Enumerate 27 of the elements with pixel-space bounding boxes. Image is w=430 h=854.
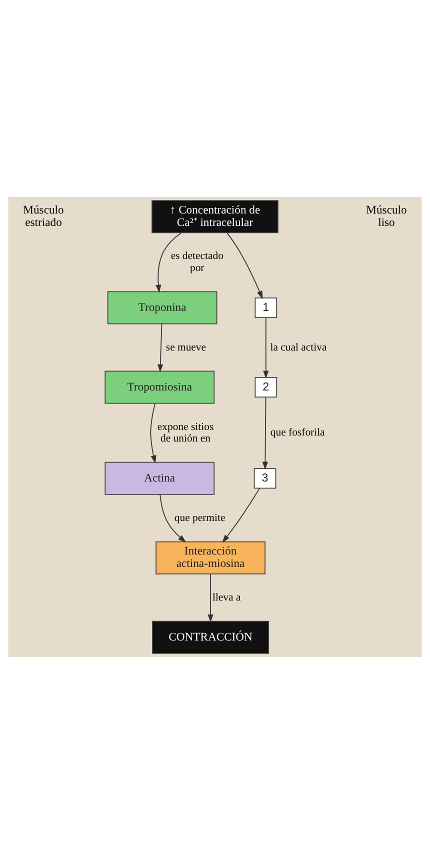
node-box: 2 <box>254 376 278 398</box>
node-box: Interacción actina-miosina <box>156 541 266 574</box>
arrow <box>208 574 214 622</box>
label: Músculo liso <box>366 203 407 229</box>
edge-label: lleva a <box>212 591 241 604</box>
arrow <box>156 232 182 293</box>
arrow <box>222 488 260 543</box>
node-box: 1 <box>254 297 278 318</box>
edge-label: expone sitios de unión en <box>157 420 214 444</box>
arrow <box>160 494 186 542</box>
arrow <box>158 324 164 372</box>
edge-label: la cual activa <box>270 341 327 354</box>
node-box: ↑ Concentración de Ca²⁺ intracelular <box>152 200 278 234</box>
node-box: Troponina <box>107 291 218 324</box>
arrow <box>262 396 268 470</box>
node-box: 3 <box>254 468 276 489</box>
arrow <box>263 317 269 379</box>
edge-label: que fosforila <box>270 426 325 439</box>
edge-label: se mueve <box>166 341 206 354</box>
node-box: Tropomiosina <box>104 370 215 404</box>
edge-label: es detectado por <box>170 250 224 274</box>
node-box: Actina <box>104 462 215 495</box>
arrow <box>226 232 263 300</box>
arrow <box>150 403 156 464</box>
label: Músculo estriado <box>23 203 64 229</box>
node-box: CONTRACCIÓN <box>152 620 270 654</box>
edge-label: que permite <box>174 512 226 524</box>
